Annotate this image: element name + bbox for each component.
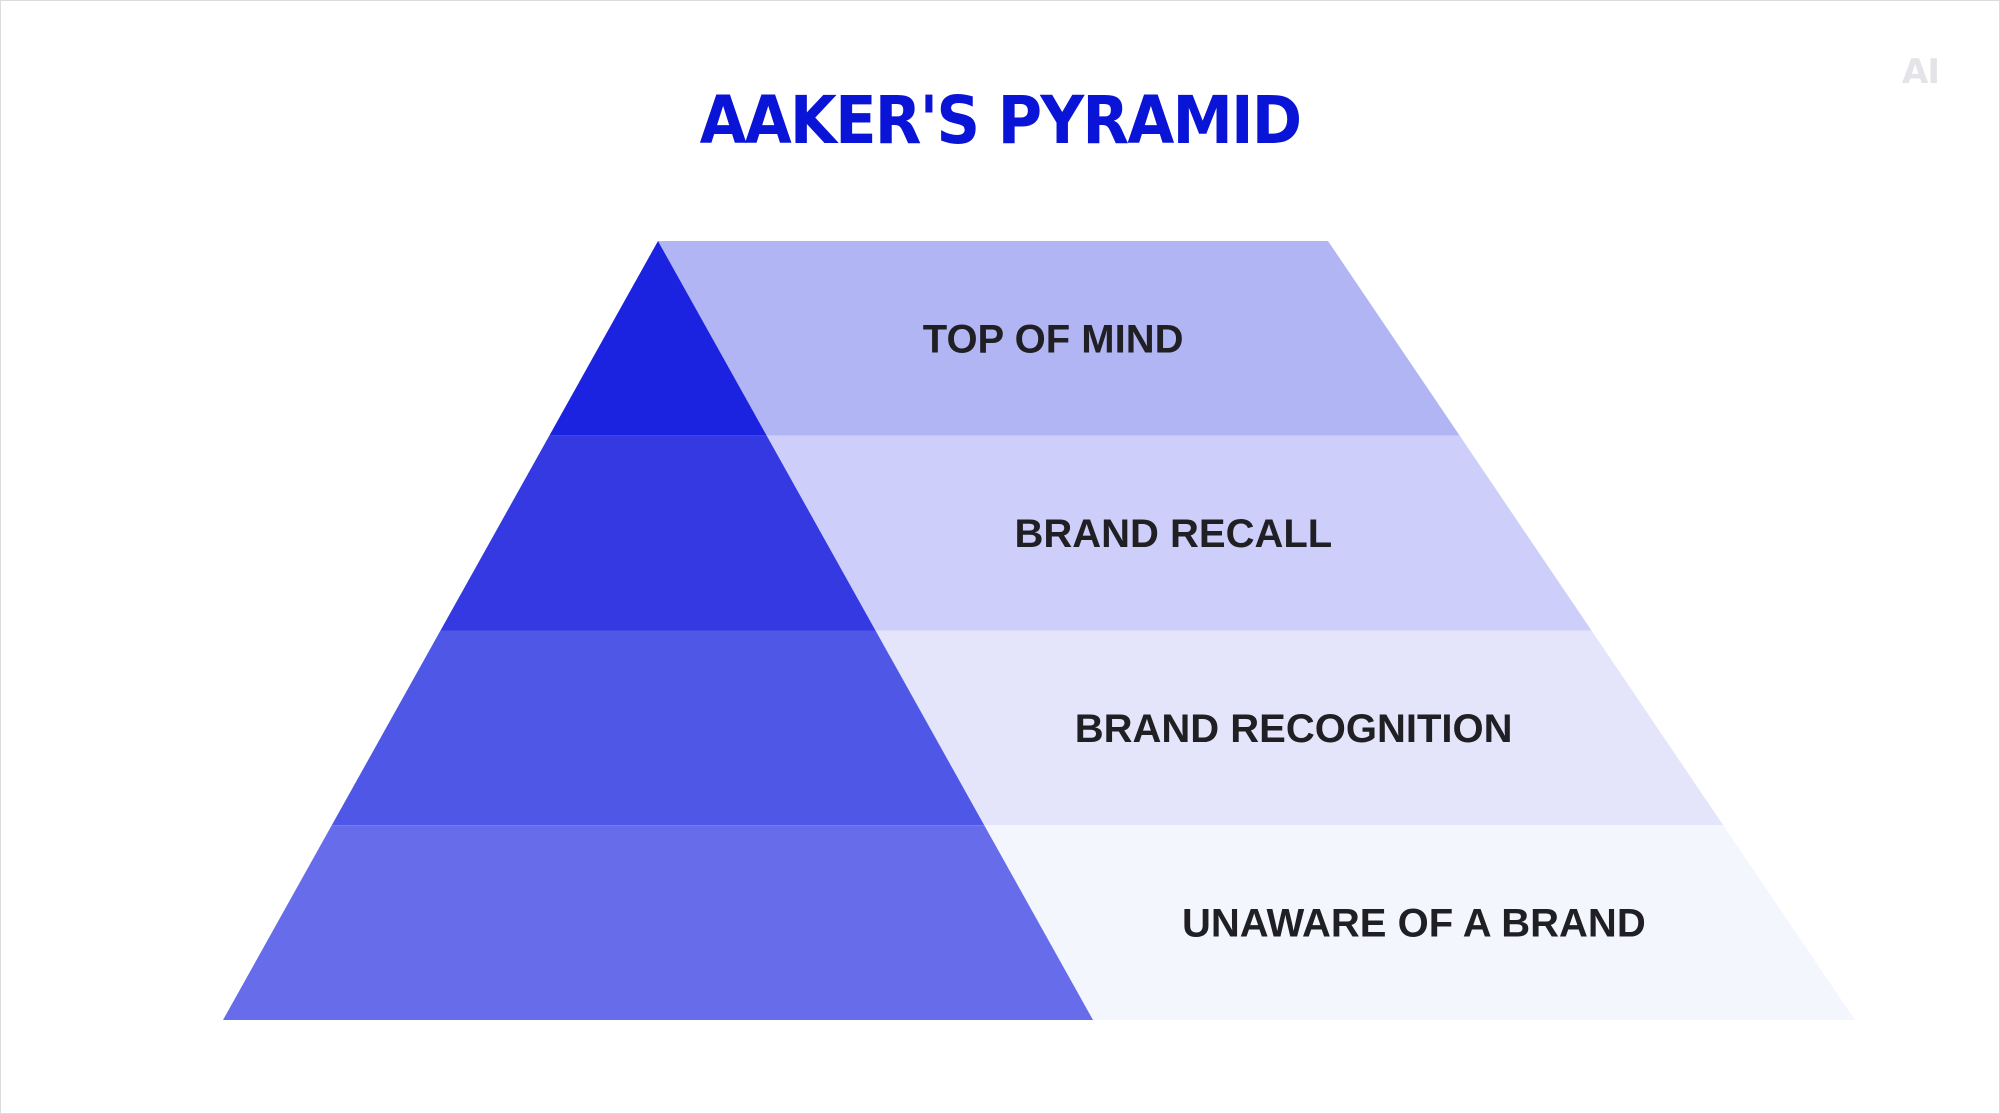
tier-dark-band-4 xyxy=(223,825,1093,1020)
page-title: AAKER'S PYRAMID xyxy=(699,82,1303,159)
tier-dark-band-1 xyxy=(549,241,767,436)
tier-label-1: TOP OF MIND xyxy=(923,317,1184,361)
ai-logo: AI xyxy=(1902,52,1940,92)
pyramid-labels: TOP OF MIND BRAND RECALL BRAND RECOGNITION… xyxy=(923,317,1646,945)
tier-label-3: BRAND RECOGNITION xyxy=(1075,707,1513,751)
tier-light-band-2 xyxy=(766,435,1592,631)
tier-label-2: BRAND RECALL xyxy=(1014,512,1332,556)
tier-light-band-1 xyxy=(658,241,1460,436)
tier-label-4: UNAWARE OF A BRAND xyxy=(1182,902,1646,946)
pyramid-light-bands xyxy=(658,241,1855,1020)
tier-dark-band-3 xyxy=(331,630,985,826)
tier-dark-band-2 xyxy=(440,435,876,631)
tier-light-band-3 xyxy=(875,630,1724,826)
tier-light-band-4 xyxy=(984,825,1855,1020)
pyramid-dark-bands xyxy=(223,241,1093,1020)
